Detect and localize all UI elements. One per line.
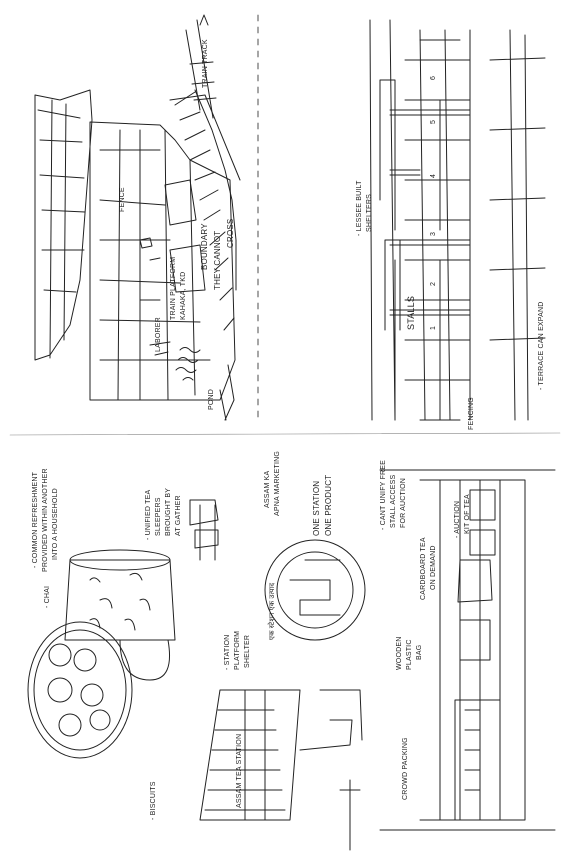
stall-number: 5 [430,119,437,124]
label-common-refreshment: - COMMON REFRESHMENT [32,471,39,568]
page-divider [9,432,561,436]
label-boundary-line2: THEY CANNOT [213,230,222,290]
label-boundary: BOUNDARY [200,223,209,270]
label-unified-tea: - UNIFIED TEA [145,489,152,540]
label-common-refreshment-line3: INTO A HOUSEHOLD [52,488,59,560]
label-auction-tea: - AUCTION [454,500,461,538]
label-terrace: - TERRACE CAN EXPAND [538,301,545,390]
label-unified-tea-line4: AT GATHER [175,495,182,536]
label-train-platform-line2: KAHAKA, TKD [180,271,187,320]
label-wooden-plastic: WOODEN [396,636,403,670]
station-shelter [199,689,363,851]
label-laborer: LABORER [155,317,162,352]
label-lessee-built-line2: SHELTERS [366,193,373,232]
logo-text: एक स्टेशन एक उत्पाद [269,582,276,640]
label-fencing: FENCING [468,397,475,430]
label-cant-unify-line2: STALL ACCESS [390,474,397,528]
label-boundary-line3: CROSS [226,218,235,248]
label-one-product: ONE PRODUCT [324,474,333,536]
biscuit-plate [27,621,133,759]
label-cardboard-line2: ON DEMAND [430,545,437,590]
label-auction-tea-line2: KIT OF TEA [464,494,471,534]
chai-cup [64,549,176,681]
stall-number: 2 [430,281,437,286]
unified-tea-sketch [189,499,219,561]
label-assam-tea-line2: APNA MARKETING [274,450,281,516]
stalls-elevation [369,19,546,421]
label-crowd-packing: CROWD PACKING [402,737,409,800]
label-stalls: STALLS [406,295,416,330]
label-cardboard: CARDBOARD TEA [420,537,427,600]
label-train-track: TRAIN TRACK [202,39,209,88]
label-train-platform: TRAIN PLATFORM [170,256,177,320]
label-station-platform-line3: SHELTER [244,634,251,668]
label-wooden-plastic-line2: PLASTIC [406,639,413,670]
label-fence: FENCE [119,187,126,212]
label-station-platform-line2: PLATFORM [234,630,241,670]
label-station-platform: - STATION [224,634,231,670]
label-unified-tea-line3: BROUGHT BY [165,487,172,536]
boundary-sketch [34,14,259,423]
label-biscuits: - BISCUITS [150,781,157,820]
label-one-station: ONE STATION [312,480,321,536]
label-cant-unify: - CANT UNIFY FREE [380,459,387,530]
label-assam-tea: ASSAM KA [264,470,271,508]
label-unified-tea-line2: SLEEPERS [155,497,162,536]
label-cant-unify-line3: FOR AUCTION [400,477,407,528]
vendor-stalls-row [379,469,556,831]
label-common-refreshment-line2: PROVIDED WITHIN ANOTHER [42,468,49,572]
label-station-signboard: ASSAM TEA STATION [236,733,243,808]
label-wooden-plastic-line3: BAG [416,644,423,660]
stall-number: 6 [430,75,437,80]
stall-number: 1 [430,325,437,330]
label-chai: - CHAI [44,585,51,608]
label-lessee-built: - LESSEE BUILT [356,180,363,236]
stall-number: 4 [430,173,437,178]
stall-number: 3 [430,231,437,236]
label-pond: POND [208,388,215,410]
assam-logo [264,539,366,641]
